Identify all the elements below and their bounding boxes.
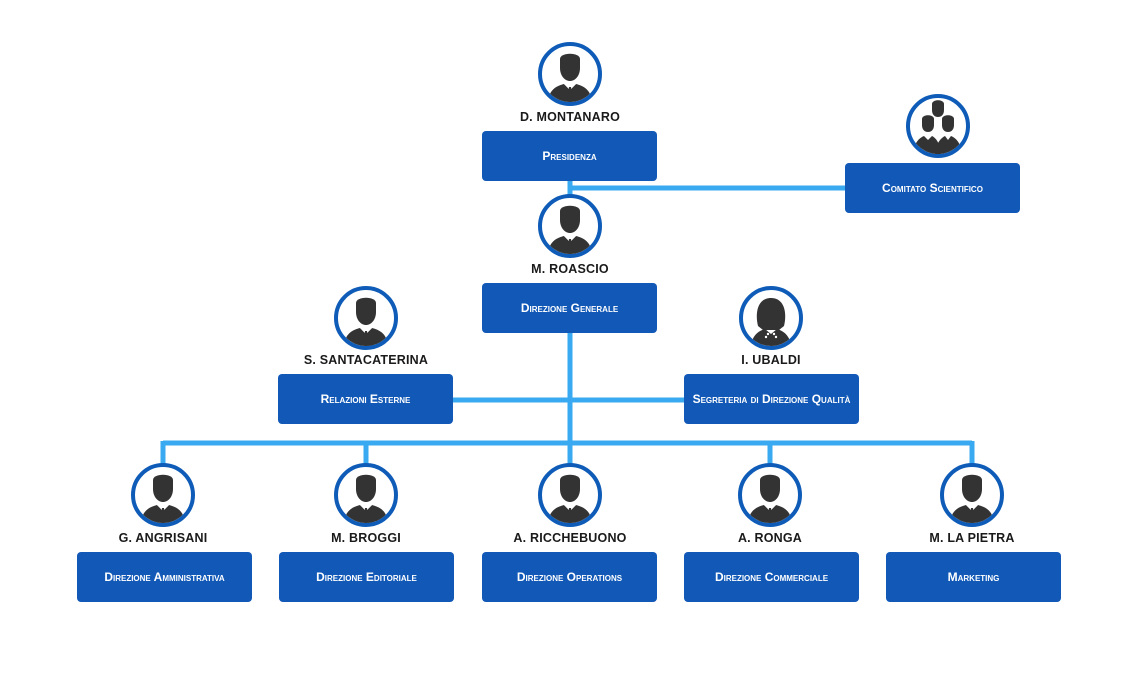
man-icon: [131, 463, 195, 527]
man-icon: [940, 463, 1004, 527]
man-icon: [538, 42, 602, 106]
role-box-segreteria-direzione-qualita[interactable]: Segreteria di Direzione Qualità: [684, 374, 859, 424]
man-icon: [538, 194, 602, 258]
person-name-direzione-generale: M. ROASCIO: [531, 262, 609, 276]
woman-icon: [739, 286, 803, 350]
group-icon: [906, 94, 970, 158]
person-name-relazioni-esterne: S. SANTACATERINA: [303, 353, 429, 367]
person-name-presidenza: D. MONTANARO: [519, 110, 621, 124]
man-icon: [334, 463, 398, 527]
role-box-marketing[interactable]: Marketing: [886, 552, 1061, 602]
man-icon: [334, 286, 398, 350]
person-name-editoriale: M. BROGGI: [331, 531, 401, 545]
role-box-direzione-operations[interactable]: Direzione Operations: [482, 552, 657, 602]
role-box-direzione-amministrativa[interactable]: Direzione Amministrativa: [77, 552, 252, 602]
role-box-direzione-commerciale[interactable]: Direzione Commerciale: [684, 552, 859, 602]
role-box-presidenza[interactable]: Presidenza: [482, 131, 657, 181]
role-box-direzione-editoriale[interactable]: Direzione Editoriale: [279, 552, 454, 602]
person-name-amministrativa: G. ANGRISANI: [118, 531, 208, 545]
role-box-direzione-generale[interactable]: Direzione Generale: [482, 283, 657, 333]
person-name-commerciale: A. RONGA: [737, 531, 803, 545]
role-box-relazioni-esterne[interactable]: Relazioni Esterne: [278, 374, 453, 424]
role-box-comitato-scientifico[interactable]: Comitato Scientifico: [845, 163, 1020, 213]
person-name-segreteria: I. UBALDI: [741, 353, 801, 367]
person-name-marketing: M. LA PIETRA: [929, 531, 1015, 545]
man-icon: [738, 463, 802, 527]
man-icon: [538, 463, 602, 527]
person-name-operations: A. RICCHEBUONO: [513, 531, 627, 545]
